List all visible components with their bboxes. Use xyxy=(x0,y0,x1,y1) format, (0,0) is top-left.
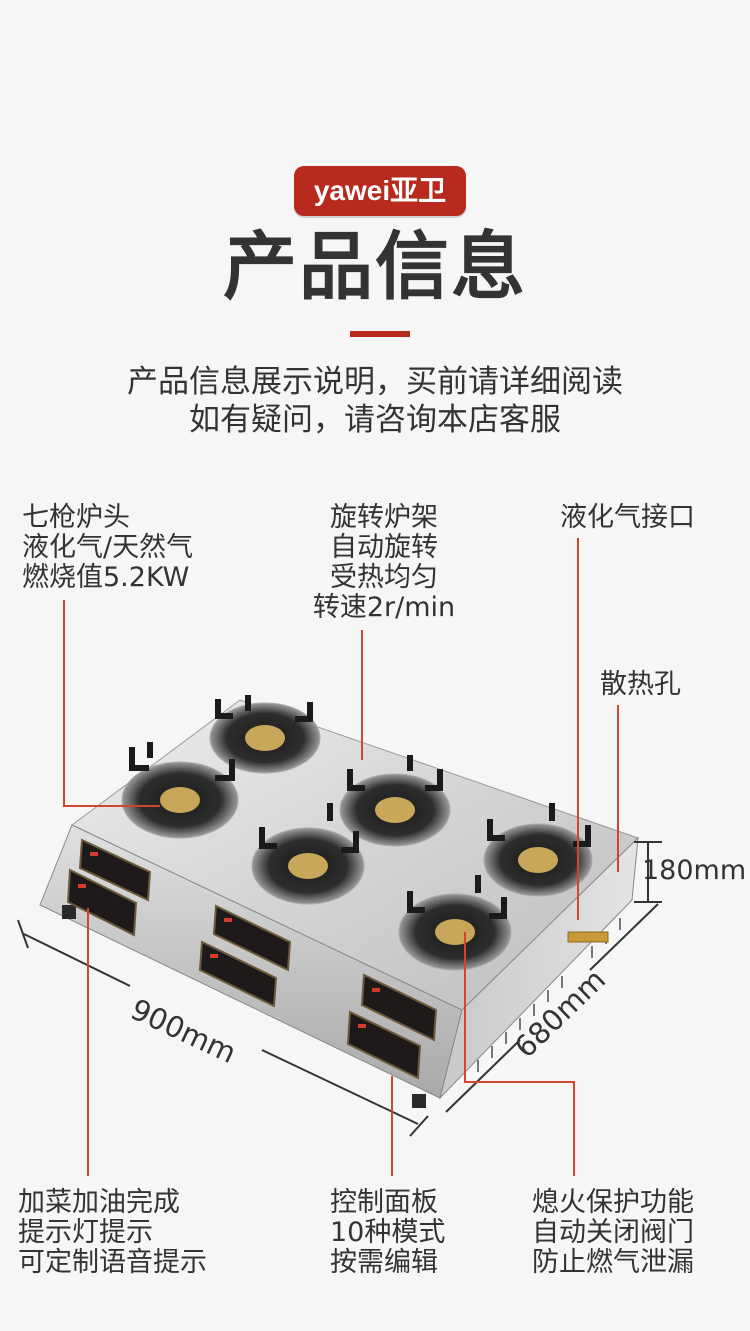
callout-flameout-line-2: 自动关闭阀门 xyxy=(532,1217,694,1248)
subtitle-line-2: 如有疑问，请咨询本店客服 xyxy=(189,402,561,438)
callout-indicator-line-1: 加菜加油完成 xyxy=(18,1187,180,1218)
subtitle-line-1: 产品信息展示说明，买前请详细阅读 xyxy=(127,364,623,400)
callout-burner-line-3: 燃烧值5.2KW xyxy=(22,562,190,593)
callout-panel-line-2: 10种模式 xyxy=(330,1217,446,1248)
dimension-height: 180mm xyxy=(642,855,747,886)
callout-vent-line-1: 散热孔 xyxy=(600,669,681,700)
callout-rack-line-2: 自动旋转 xyxy=(330,532,438,563)
callout-indicator-line-2: 提示灯提示 xyxy=(18,1217,153,1248)
callout-flameout-line-3: 防止燃气泄漏 xyxy=(532,1247,694,1278)
callout-burner-line-2: 液化气/天然气 xyxy=(22,532,194,563)
callout-flameout: 熄火保护功能 自动关闭阀门 防止燃气泄漏 xyxy=(532,1188,694,1278)
callout-panel: 控制面板 10种模式 按需编辑 xyxy=(330,1188,445,1278)
page-title: 产品信息 xyxy=(223,224,527,310)
callout-indicator-line-3: 可定制语音提示 xyxy=(18,1247,207,1278)
callout-burner-line-1: 七枪炉头 xyxy=(22,502,130,533)
callout-panel-line-1: 控制面板 xyxy=(330,1187,438,1218)
brand-badge: yawei亚卫 xyxy=(294,166,466,216)
callout-rack-line-3: 受热均匀 xyxy=(330,562,438,593)
callout-panel-line-3: 按需编辑 xyxy=(330,1247,438,1278)
callout-gas-inlet: 液化气接口 xyxy=(560,503,695,533)
callout-rack-line-1: 旋转炉架 xyxy=(330,502,438,533)
callout-gas-inlet-line-1: 液化气接口 xyxy=(560,502,695,533)
title-underline xyxy=(350,331,410,337)
callout-rack-line-4: 转速2r/min xyxy=(312,592,456,623)
callout-burner: 七枪炉头 液化气/天然气 燃烧值5.2KW xyxy=(22,503,193,593)
callout-flameout-line-1: 熄火保护功能 xyxy=(532,1187,694,1218)
callout-indicator: 加菜加油完成 提示灯提示 可定制语音提示 xyxy=(18,1188,207,1278)
callout-vent: 散热孔 xyxy=(600,670,681,700)
callout-rack: 旋转炉架 自动旋转 受热均匀 转速2r/min xyxy=(304,503,464,623)
